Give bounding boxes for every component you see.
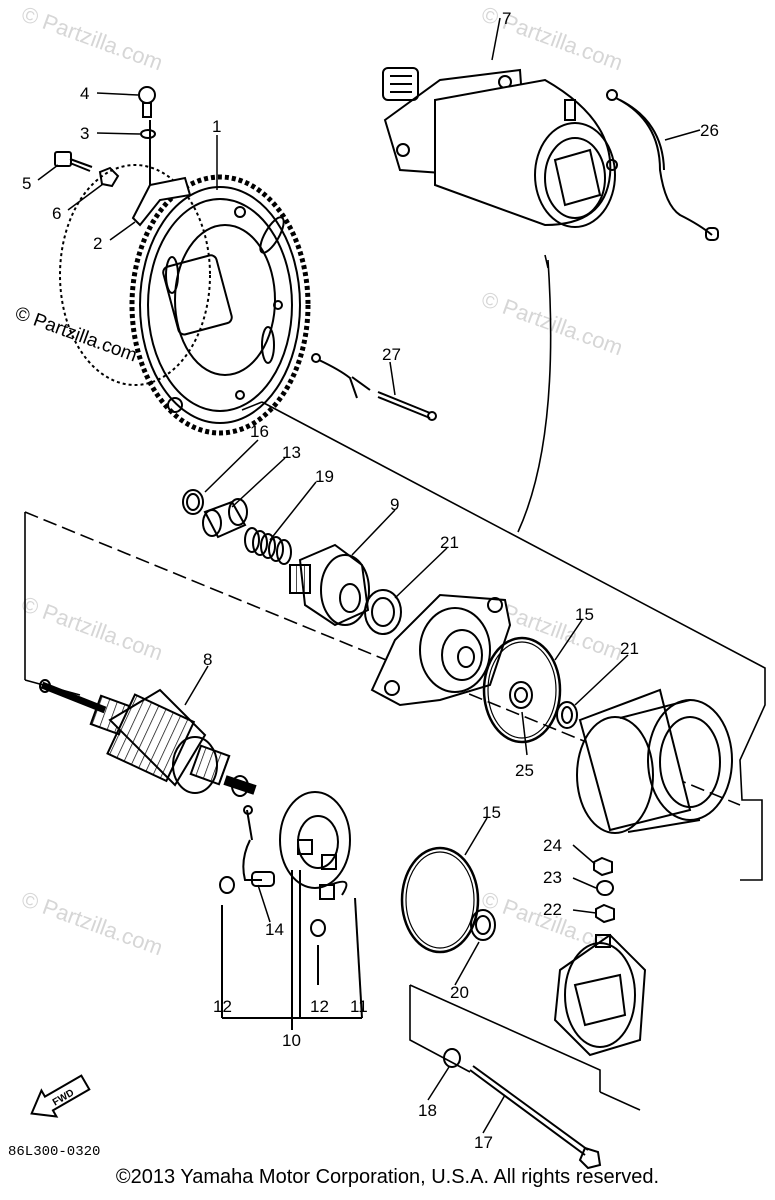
callout-20: 20	[450, 983, 469, 1002]
callout-leaders	[37, 17, 701, 1134]
yoke-housing	[576, 688, 733, 834]
callout-11: 11	[350, 997, 368, 1016]
watermark-dark: © Partzilla.com	[12, 303, 139, 367]
fwd-arrow: FWD	[30, 1074, 91, 1118]
callout-21-lower: 21	[620, 639, 639, 658]
callout-15-lower: 15	[482, 803, 501, 822]
callout-22: 22	[543, 900, 562, 919]
washer	[364, 589, 402, 635]
o-ring-lower	[400, 846, 496, 954]
callout-12-right: 12	[310, 997, 329, 1016]
pinion-clutch	[289, 543, 370, 627]
callout-9: 9	[390, 495, 399, 514]
watermark: © Partzilla.com	[478, 1, 626, 75]
callout-23: 23	[543, 868, 562, 887]
through-bolt	[443, 1048, 602, 1170]
callout-10: 10	[282, 1031, 301, 1050]
callout-15-upper: 15	[575, 605, 594, 624]
watermark: © Partzilla.com	[478, 286, 626, 360]
starter-wheel-gear	[59, 164, 311, 436]
callout-16: 16	[250, 422, 269, 441]
wire-27	[311, 353, 437, 421]
front-cover-bracket	[370, 593, 512, 707]
clutch-bracket-assembly	[54, 86, 192, 227]
armature	[39, 679, 257, 797]
callout-21-upper: 21	[440, 533, 459, 552]
callout-25: 25	[515, 761, 534, 780]
watermark: © Partzilla.com	[18, 886, 166, 960]
o-ring-upper	[482, 636, 578, 744]
callout-26: 26	[700, 121, 719, 140]
callout-19: 19	[315, 467, 334, 486]
callout-12-left: 12	[213, 997, 232, 1016]
callout-14: 14	[265, 920, 284, 939]
starter-motor-assembly	[382, 67, 618, 228]
callout-17: 17	[474, 1133, 493, 1152]
callout-27: 27	[382, 345, 401, 364]
callout-4: 4	[80, 84, 89, 103]
callout-7: 7	[502, 9, 511, 28]
callout-13: 13	[282, 443, 301, 462]
watermark: © Partzilla.com	[18, 591, 166, 665]
diagram-code: 86L300-0320	[8, 1144, 100, 1160]
lead-wire	[606, 89, 719, 241]
callout-24: 24	[543, 836, 562, 855]
brush-plate-assembly	[219, 791, 363, 1030]
callout-1: 1	[212, 117, 221, 136]
callout-5: 5	[22, 174, 31, 193]
callout-18: 18	[418, 1101, 437, 1120]
copyright-notice: ©2013 Yamaha Motor Corporation, U.S.A. A…	[115, 1166, 660, 1188]
callout-3: 3	[80, 124, 89, 143]
callout-8: 8	[203, 650, 212, 669]
watermark: © Partzilla.com	[18, 1, 166, 75]
callout-2: 2	[93, 234, 102, 253]
callout-6: 6	[52, 204, 61, 223]
callout-labels: 4 3 5 6 2 1 7 26 27 16 13 19 9 21 15 21 …	[22, 9, 719, 1152]
bushing-collar-spring	[182, 489, 292, 565]
rear-cover	[553, 856, 647, 1057]
